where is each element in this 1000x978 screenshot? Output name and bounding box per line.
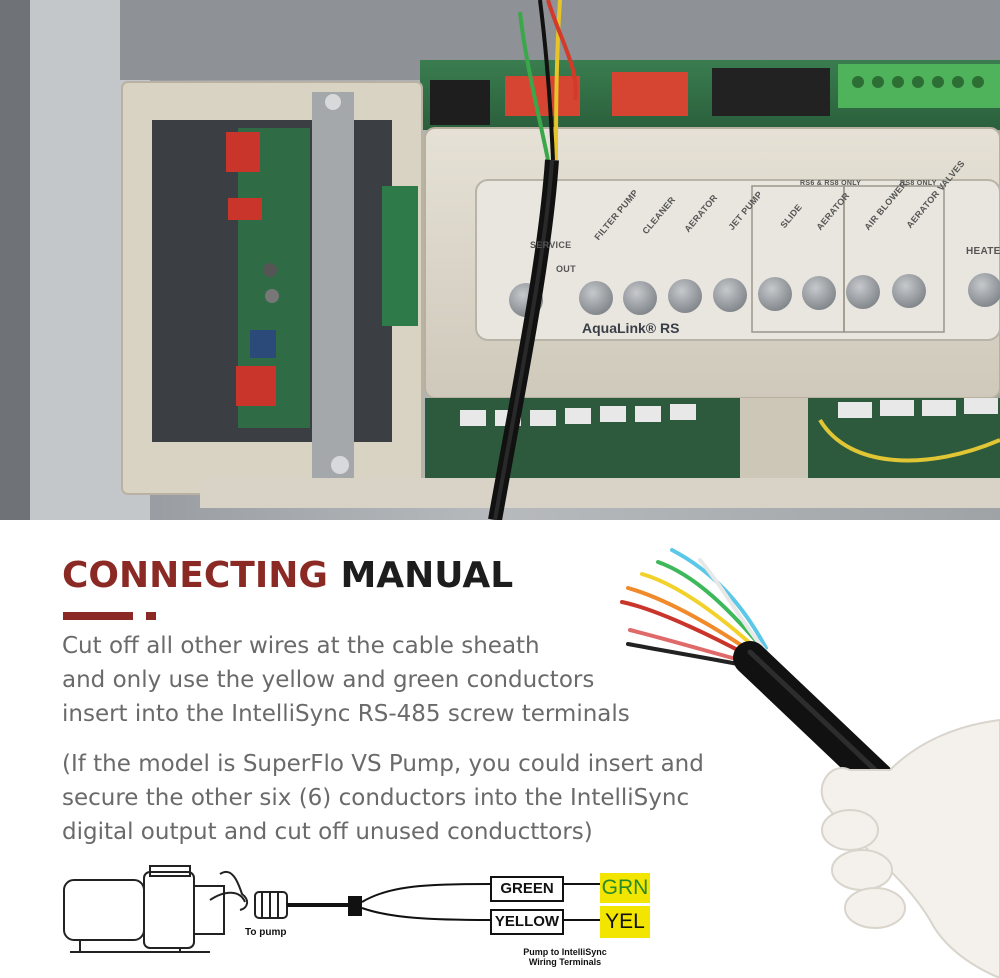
to-pump-label: To pump (245, 927, 287, 938)
wire-white (698, 558, 768, 654)
title-underline-long (63, 612, 133, 620)
paragraph-instructions: Cut off all other wires at the cable she… (62, 629, 630, 731)
paragraph-superflo-note: (If the model is SuperFlo VS Pump, you c… (62, 747, 704, 849)
title-rest: MANUAL (340, 555, 514, 596)
hand-connector-icon (219, 871, 288, 919)
wiring-diagram (63, 865, 600, 953)
panel-group-rs8: RS8 ONLY (900, 180, 937, 187)
paragraph2-line3: digital output and cut off unused conduc… (62, 819, 593, 845)
panel-label-service: SERVICE (530, 240, 572, 250)
pump-icon (63, 865, 246, 953)
yellow-wire-label: YELLOW (490, 909, 564, 935)
caption-line1: Pump to IntelliSync (523, 947, 607, 957)
title-underline-dot (146, 612, 156, 620)
cable-in-hand-illustration (620, 548, 1000, 978)
paragraph2-line1: (If the model is SuperFlo VS Pump, you c… (62, 751, 704, 777)
title-accent: CONNECTING (62, 555, 328, 596)
yel-terminal: YEL (600, 906, 650, 938)
paragraph1-line3: insert into the IntelliSync RS-485 screw… (62, 701, 630, 727)
paragraph1-line2: and only use the yellow and green conduc… (62, 667, 595, 693)
caption-line2: Wiring Terminals (528, 957, 602, 967)
control-panel-illustration (0, 0, 1000, 520)
green-wire-label: GREEN (490, 876, 564, 902)
panel-label-out: OUT (556, 264, 576, 274)
brand-logo: AquaLink® RS (582, 320, 680, 336)
page-title: CONNECTING MANUAL (62, 555, 513, 596)
panel-group-rs6-rs8: RS6 & RS8 ONLY (800, 180, 862, 187)
grn-terminal: GRN (600, 873, 650, 903)
control-panel-photo: FILTER PUMP CLEANER AERATOR JET PUMP SLI… (0, 0, 1000, 520)
paragraph1-line1: Cut off all other wires at the cable she… (62, 633, 540, 659)
diagram-caption: Pump to IntelliSync Wiring Terminals (500, 947, 630, 967)
paragraph2-line2: secure the other six (6) conductors into… (62, 785, 690, 811)
